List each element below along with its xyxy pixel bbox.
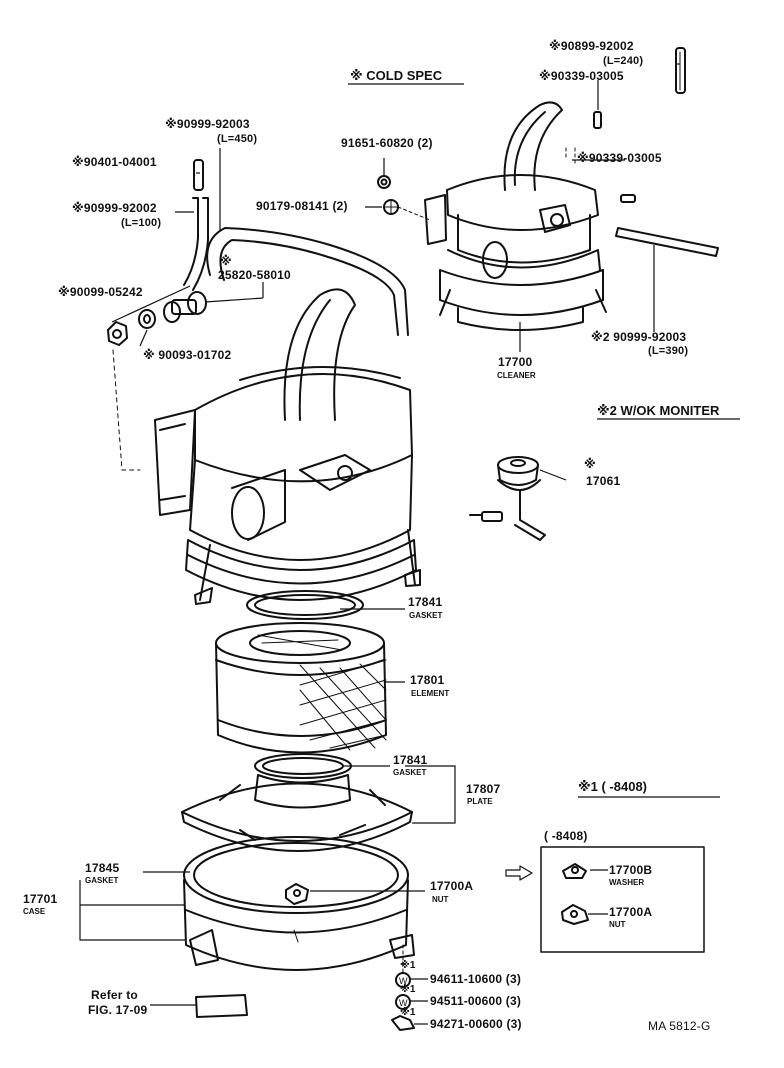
part-17700B-box-name: WASHER bbox=[609, 878, 645, 887]
note-8408-box: ( -8408) bbox=[544, 829, 588, 843]
part-17841-a-name: GASKET bbox=[409, 611, 443, 620]
actuator-17061 bbox=[469, 456, 546, 541]
part-17700A-box-name: NUT bbox=[609, 920, 626, 929]
nut-17700A bbox=[285, 883, 309, 905]
part-90339-03005-a-number: ※90339-03005 bbox=[539, 69, 624, 83]
note-8408-heading: ※1 ( -8408) bbox=[578, 779, 647, 794]
part-17700B-box-number: 17700B bbox=[609, 863, 653, 877]
part-17801-number: 17801 bbox=[410, 673, 445, 687]
cleaner-housing bbox=[154, 288, 421, 605]
cleaner-assembly-small bbox=[424, 101, 607, 331]
part-90999-92003-2-note: (L=390) bbox=[648, 345, 689, 357]
part-90401-04001-number: ※90401-04001 bbox=[72, 155, 157, 169]
wok-moniter-note: ※2 W/OK MONITER bbox=[597, 403, 720, 418]
part-17841-b-number: 17841 bbox=[393, 753, 428, 767]
refer-plate-icon bbox=[195, 994, 248, 1018]
union-90401 bbox=[193, 159, 204, 191]
gasket-17841-top bbox=[246, 590, 364, 620]
part-90099-05242-number: ※90099-05242 bbox=[58, 285, 143, 299]
part-17700-number: 17700 bbox=[498, 355, 533, 369]
part-17700A-number: 17700A bbox=[430, 879, 474, 893]
check-valve-b bbox=[620, 194, 636, 203]
part-90999-92003-top-note: (L=450) bbox=[217, 133, 258, 145]
cold-spec-title: ※ COLD SPEC bbox=[350, 68, 443, 83]
nut-90099 bbox=[107, 321, 128, 346]
part-90899-92002-note: (L=240) bbox=[603, 55, 644, 67]
filter-element-17801 bbox=[215, 622, 387, 754]
drawing-code: MA 5812-G bbox=[648, 1019, 711, 1033]
leader-lines bbox=[79, 63, 740, 1025]
refer-to-line2: FIG. 17-09 bbox=[88, 1003, 148, 1017]
part-90093-01702-number: ※ 90093-01702 bbox=[143, 348, 232, 362]
part-17841-b-name: GASKET bbox=[393, 768, 427, 777]
vacuum-switch-25820 bbox=[163, 291, 207, 323]
part-90999-92003-top-number: ※90999-92003 bbox=[165, 117, 250, 131]
part-91651-60820-number: 91651-60820 (2) bbox=[341, 136, 433, 150]
washer-90093 bbox=[138, 309, 156, 329]
part-94511-00600-number: 94511-00600 (3) bbox=[430, 994, 522, 1008]
plate-17807 bbox=[181, 774, 413, 852]
part-94611-10600-number: 94611-10600 (3) bbox=[430, 972, 522, 986]
part-25820-58010-number: 25820-58010 bbox=[218, 268, 291, 282]
part-90999-92002-number: ※90999-92002 bbox=[72, 201, 157, 215]
refer-to-line1: Refer to bbox=[91, 988, 138, 1002]
clamp-90179 bbox=[383, 199, 399, 215]
hose-l390 bbox=[615, 227, 719, 257]
nut-17700A-icon bbox=[561, 904, 589, 925]
gasket-17841-bottom bbox=[254, 753, 352, 779]
part-94511-mark: ※1 bbox=[400, 984, 416, 995]
hose-l100 bbox=[183, 197, 209, 291]
part-90179-08141-number: 90179-08141 (2) bbox=[256, 199, 348, 213]
part-17845-number: 17845 bbox=[85, 861, 120, 875]
part-17701-number: 17701 bbox=[23, 892, 58, 906]
part-94611-mark: ※1 bbox=[400, 960, 416, 971]
svg-text:W: W bbox=[399, 998, 408, 1008]
part-17845-name: GASKET bbox=[85, 876, 119, 885]
part-90999-92002-note: (L=100) bbox=[121, 217, 162, 229]
grommet-91651 bbox=[377, 175, 391, 189]
check-valve-a bbox=[593, 111, 602, 129]
wingnut-94271-icon bbox=[391, 1015, 415, 1031]
part-17701-name: CASE bbox=[23, 907, 46, 916]
part-17061-number: 17061 bbox=[586, 474, 621, 488]
svg-text:W: W bbox=[399, 976, 408, 986]
hose-l450 bbox=[206, 227, 409, 336]
part-17700-name: CLEANER bbox=[497, 371, 536, 380]
part-17061-mark: ※ bbox=[584, 457, 596, 471]
part-17801-name: ELEMENT bbox=[411, 689, 450, 698]
washer-94511-icon: W bbox=[395, 994, 411, 1010]
arrow-right-icon bbox=[505, 865, 533, 881]
washer-94611-icon: W bbox=[395, 972, 411, 988]
part-25820-mark: ※ bbox=[220, 254, 232, 268]
case-17701 bbox=[183, 836, 415, 971]
part-17807-name: PLATE bbox=[467, 797, 493, 806]
washer-17700B-icon bbox=[562, 863, 587, 879]
part-90999-92003-2-number: ※2 90999-92003 bbox=[591, 330, 687, 344]
part-17700A-name: NUT bbox=[432, 895, 449, 904]
part-94271-mark: ※1 bbox=[400, 1007, 416, 1018]
supersession-box bbox=[540, 846, 705, 953]
part-90899-92002-number: ※90899-92002 bbox=[549, 39, 634, 53]
part-17807-number: 17807 bbox=[466, 782, 501, 796]
part-90339-03005-b-number: ※90339-03005 bbox=[577, 151, 662, 165]
part-17700A-box-number: 17700A bbox=[609, 905, 653, 919]
part-17841-a-number: 17841 bbox=[408, 595, 443, 609]
part-94271-00600-number: 94271-00600 (3) bbox=[430, 1017, 522, 1031]
hose-l240 bbox=[675, 47, 686, 94]
